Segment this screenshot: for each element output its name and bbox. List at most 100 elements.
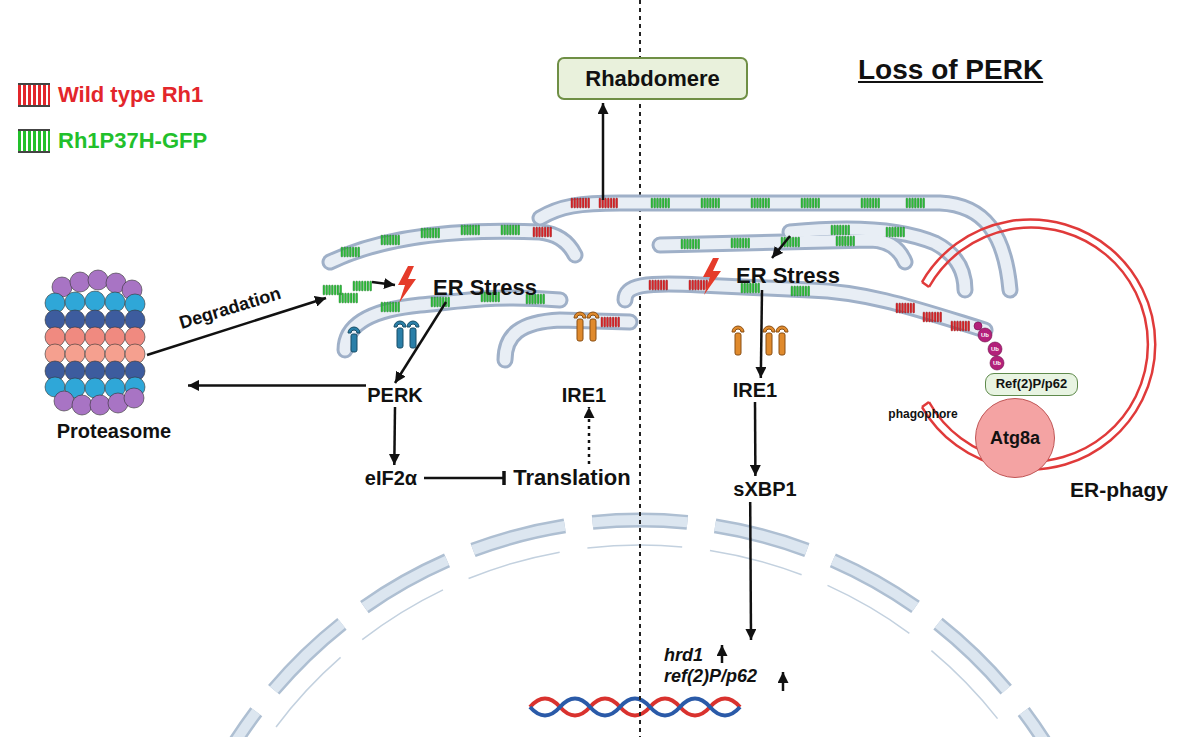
arrow-connector <box>393 407 396 465</box>
rhodopsin-glyphs <box>341 247 360 257</box>
node-text: Rhabdomere <box>585 66 719 91</box>
stress-bolt <box>703 258 721 295</box>
ubiquitin-chain <box>990 356 1004 370</box>
atg8a-circle: Atg8a <box>975 398 1055 478</box>
phagophore-membrane <box>922 402 929 407</box>
ire1-receptor <box>590 319 596 341</box>
er-membrane <box>330 231 575 262</box>
rhodopsin-glyphs <box>353 281 372 291</box>
node-text: ER Stress <box>433 275 537 300</box>
proteasome-illustration <box>90 395 110 415</box>
proteasome-illustration <box>88 270 108 290</box>
perk-receptor <box>348 321 419 352</box>
proteasome-illustration <box>70 272 90 292</box>
ire1-receptor <box>732 326 744 332</box>
perk-receptor <box>348 327 360 333</box>
rhodopsin-glyphs <box>421 228 440 238</box>
process-arrow <box>782 672 785 691</box>
divider-line <box>639 0 641 737</box>
er-membrane <box>540 203 1010 290</box>
rhodopsin-glyphs <box>501 225 520 235</box>
gene-list: hrd1ref(2)P/p62 <box>660 640 800 692</box>
rhodopsin-glyphs <box>831 225 850 235</box>
process-arrow <box>602 103 605 200</box>
er-membrane <box>330 231 575 262</box>
node-text: Proteasome <box>57 420 172 443</box>
proteasome-node: Proteasome <box>40 275 188 443</box>
receptor-label: IRE1 <box>555 383 613 407</box>
proteasome-illustration <box>72 395 92 415</box>
rhodopsin-glyphs <box>681 239 700 249</box>
node-text: IRE1 <box>733 379 777 402</box>
rhodopsin-glyphs <box>649 280 668 290</box>
receptor-label: IRE1 <box>726 378 784 402</box>
node-text: eIF2α <box>365 467 417 490</box>
ire1-receptor <box>776 326 788 332</box>
rhodopsin-glyphs <box>323 198 970 331</box>
rhodopsin-glyphs <box>571 198 590 208</box>
rhodopsin-glyphs <box>701 198 720 208</box>
adaptor-box: Ref(2)P/p62 <box>985 373 1078 396</box>
rhodopsin-glyphs <box>381 302 400 312</box>
er-membrane <box>625 284 985 330</box>
rhodopsin-glyphs <box>861 198 880 208</box>
ire1-receptor <box>779 333 785 355</box>
rhodopsin-glyphs <box>339 293 358 303</box>
dna-helix <box>530 699 740 716</box>
proteasome-illustration <box>45 270 145 415</box>
legend-swatch <box>18 83 50 107</box>
node-text: hrd1 <box>664 645 703 666</box>
rhodopsin-glyphs <box>836 236 855 246</box>
er-membrane <box>330 203 1010 360</box>
node-text: Atg8a <box>990 428 1040 449</box>
rhodopsin-glyphs <box>896 303 915 313</box>
proteasome-illustration <box>124 388 144 408</box>
stress-label: ER Stress <box>723 262 853 290</box>
ire1-receptor <box>766 333 772 355</box>
receptor-label: PERK <box>366 383 424 407</box>
perk-receptor <box>394 321 406 327</box>
dna-helix <box>530 699 740 716</box>
ubiquitin-tag: Ub <box>990 356 1004 370</box>
ire1-receptor <box>587 312 599 318</box>
legend-text: Rh1P37H-GFP <box>58 128 207 154</box>
arrow-label: Degradation <box>160 276 301 340</box>
er-membrane <box>330 203 1010 360</box>
structure-label: phagophore <box>878 406 968 422</box>
rhodopsin-glyphs <box>886 227 905 237</box>
node-text: PERK <box>367 384 423 407</box>
arrow-connector <box>749 502 752 640</box>
ubiquitin-chain <box>974 322 1004 370</box>
ire1-receptor <box>574 312 788 355</box>
rhodopsin-glyphs <box>461 225 480 235</box>
ubiquitin-tag: Ub <box>978 328 992 342</box>
process-arrow <box>721 645 724 663</box>
legend-text: Wild type Rh1 <box>58 82 203 108</box>
ire1-receptor <box>763 326 775 332</box>
figure-title: Loss of PERK <box>858 54 1043 86</box>
process-label: Translation <box>504 464 640 492</box>
legend-row: Rh1P37H-GFP <box>18 128 207 154</box>
rhodopsin-glyphs <box>951 321 970 331</box>
ire1-receptor <box>735 333 741 355</box>
rhodopsin-glyphs <box>323 285 342 295</box>
process-title: ER-phagy <box>1058 476 1180 504</box>
process-arrow <box>772 236 790 258</box>
proteasome-illustration <box>105 292 125 312</box>
legend-swatch <box>18 129 50 153</box>
rhabdomere-box: Rhabdomere <box>557 57 748 100</box>
legend-row: Wild type Rh1 <box>18 82 203 108</box>
node-text: sXBP1 <box>733 478 796 501</box>
rhodopsin-glyphs <box>731 238 750 248</box>
perk-receptor <box>397 328 403 348</box>
er-membrane <box>540 203 1010 290</box>
rhodopsin-glyphs <box>381 235 400 245</box>
factor-label: sXBP1 <box>728 476 802 502</box>
node-text: ref(2)P/p62 <box>664 666 757 687</box>
rhodopsin-glyphs <box>801 198 820 208</box>
rhodopsin-glyphs <box>906 198 925 208</box>
ubiquitin-tag: Ub <box>988 342 1002 356</box>
node-text: IRE1 <box>562 384 606 407</box>
